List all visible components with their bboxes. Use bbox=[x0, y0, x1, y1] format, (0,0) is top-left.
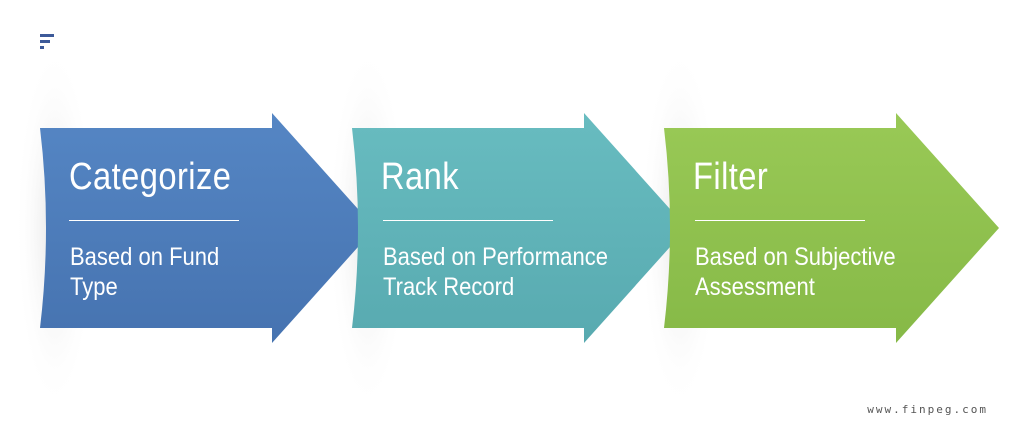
step-divider bbox=[695, 220, 865, 221]
arrow-categorize bbox=[40, 113, 375, 343]
step-desc-line1: Based on Subjective bbox=[695, 243, 896, 271]
finpeg-logo-icon bbox=[40, 34, 54, 49]
step-divider bbox=[69, 220, 239, 221]
step-desc-line1: Based on Performance bbox=[383, 243, 609, 271]
step-title-categorize: Categorize bbox=[69, 156, 232, 198]
arrow-filter bbox=[664, 113, 999, 343]
step-title-rank: Rank bbox=[381, 156, 460, 198]
step-desc-line2: Type bbox=[70, 273, 118, 301]
step-desc-line2: Track Record bbox=[383, 273, 515, 301]
step-desc-line1: Based on Fund bbox=[70, 243, 220, 271]
step-desc-line2: Assessment bbox=[695, 273, 815, 301]
footer-url: www.finpeg.com bbox=[867, 403, 988, 416]
step-title-filter: Filter bbox=[693, 156, 769, 198]
step-divider bbox=[383, 220, 553, 221]
arrow-rank bbox=[352, 113, 687, 343]
